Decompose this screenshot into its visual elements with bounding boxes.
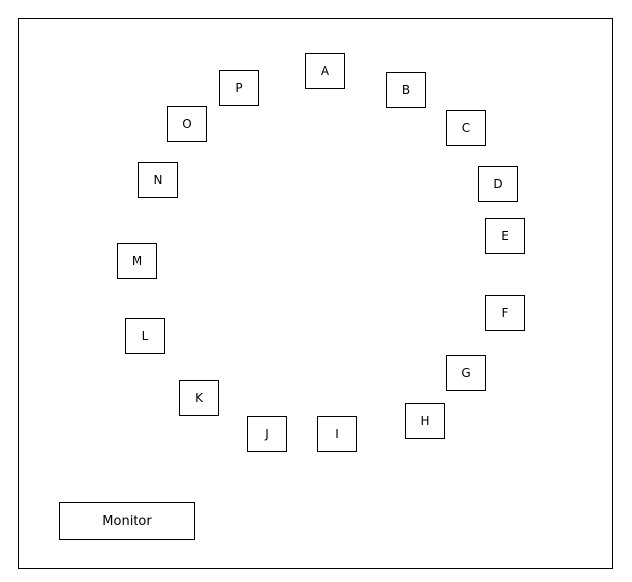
node-p: P (219, 70, 259, 106)
diagram-frame (18, 18, 613, 569)
node-h: H (405, 403, 445, 439)
node-f: F (485, 295, 525, 331)
node-g: G (446, 355, 486, 391)
node-a: A (305, 53, 345, 89)
node-m: M (117, 243, 157, 279)
node-n: N (138, 162, 178, 198)
node-o: O (167, 106, 207, 142)
node-k: K (179, 380, 219, 416)
node-j: J (247, 416, 287, 452)
node-c: C (446, 110, 486, 146)
monitor-box: Monitor (59, 502, 195, 540)
node-d: D (478, 166, 518, 202)
node-i: I (317, 416, 357, 452)
node-l: L (125, 318, 165, 354)
node-e: E (485, 218, 525, 254)
node-b: B (386, 72, 426, 108)
